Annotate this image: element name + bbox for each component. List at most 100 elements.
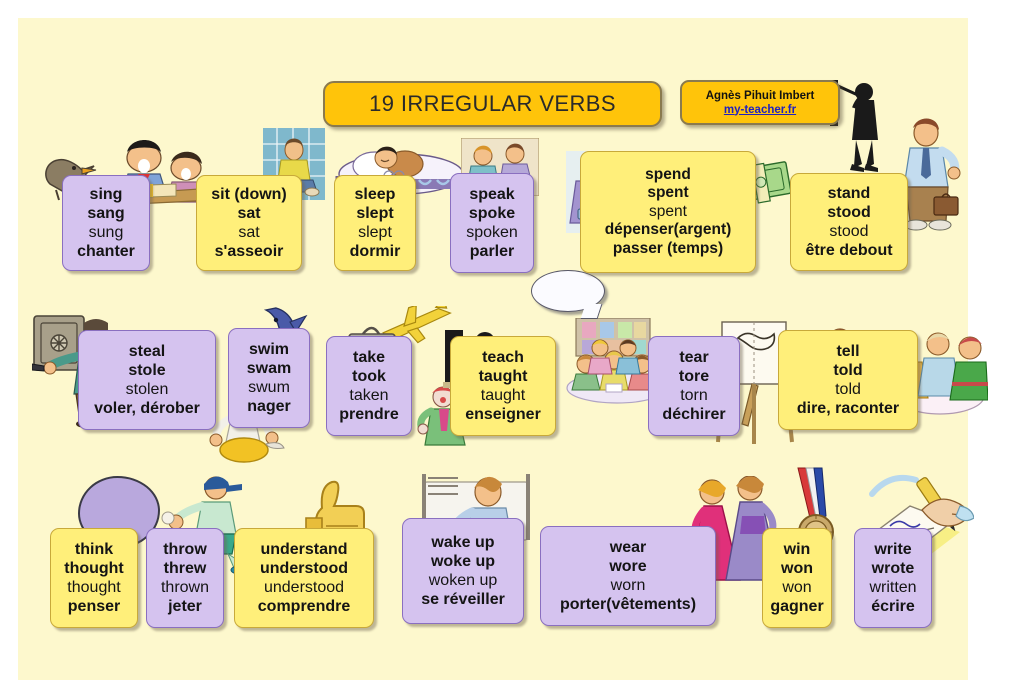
verb-line: teach	[482, 348, 524, 366]
verb-line: sit (down)	[211, 185, 287, 203]
verb-line: gagner	[770, 598, 824, 616]
verb-line: taken	[349, 387, 389, 404]
verb-line: swum	[248, 379, 290, 396]
verb-line: told	[835, 381, 861, 398]
verb-line: passer (temps)	[612, 239, 724, 257]
verb-line: understood	[260, 559, 348, 577]
verb-line: tell	[836, 342, 860, 360]
verb-line: wake up	[431, 533, 495, 551]
verb-line: slept	[356, 204, 394, 222]
verb-line: thrown	[160, 579, 210, 596]
verb-line: sung	[88, 224, 124, 241]
verb-line: s'asseoir	[214, 243, 284, 261]
verb-line: thought	[67, 579, 121, 596]
verb-line: prendre	[339, 406, 399, 424]
verb-line: won	[782, 579, 812, 596]
verb-line: jeter	[168, 598, 202, 616]
verb-line: swam	[246, 359, 292, 377]
verb-line: sing	[89, 185, 123, 203]
verb-line: enseigner	[465, 406, 541, 424]
verb-line: woke up	[430, 552, 495, 570]
verb-line: stood	[827, 203, 871, 221]
verb-line: stood	[829, 223, 869, 240]
verb-line: took	[352, 367, 386, 385]
verb-line: told	[833, 361, 863, 379]
poster-title: 19 IRREGULAR VERBS	[323, 81, 662, 127]
verb-line: think	[74, 540, 114, 558]
verb-line: steal	[128, 342, 166, 360]
poster-title-text: 19 IRREGULAR VERBS	[369, 91, 616, 116]
verb-line: throw	[163, 540, 207, 558]
verb-line: spend	[645, 165, 691, 183]
verb-line: écrire	[871, 598, 915, 616]
verb-line: stole	[128, 361, 166, 379]
verb-line: chanter	[77, 243, 135, 261]
verb-line: wore	[609, 557, 647, 575]
verb-line: spoke	[468, 204, 516, 222]
credit-website-link[interactable]: my-teacher.fr	[723, 103, 797, 116]
verb-line: worn	[610, 577, 646, 594]
verb-line: spent	[649, 202, 687, 220]
verb-line: slept	[358, 224, 392, 241]
verb-line: dépenser(argent)	[604, 221, 732, 239]
verb-line: dire, raconter	[796, 400, 900, 418]
speech-bubble-art	[531, 270, 605, 312]
verb-line: won	[781, 559, 813, 577]
verb-line: speak	[469, 185, 515, 203]
verb-line: stolen	[125, 381, 169, 398]
verb-line: taught	[478, 367, 528, 385]
verb-line: threw	[163, 559, 207, 577]
verb-line: penser	[67, 598, 121, 616]
credit-author-name: Agnès Pihuit Imbert	[705, 89, 815, 102]
verb-line: voler, dérober	[94, 400, 200, 418]
verb-line: torn	[680, 387, 708, 404]
verb-line: swim	[248, 340, 289, 358]
verb-line: nager	[247, 398, 291, 416]
verb-line: stand	[827, 184, 871, 202]
verb-line: se réveiller	[421, 591, 505, 609]
verb-line: sleep	[354, 185, 396, 203]
verb-line: déchirer	[662, 406, 726, 424]
verb-line: taught	[480, 387, 526, 404]
verb-line: parler	[469, 243, 515, 261]
verb-line: thought	[64, 559, 124, 577]
verb-line: spoken	[466, 224, 518, 241]
credit-badge[interactable]: Agnès Pihuit Imbert my-teacher.fr	[680, 80, 840, 125]
poster-canvas: 19 IRREGULAR VERBS Agnès Pihuit Imbert m…	[18, 18, 988, 680]
verb-line: take	[352, 348, 386, 366]
verb-line: spent	[647, 184, 689, 202]
verb-line: tore	[678, 367, 710, 385]
verb-line: woken up	[428, 572, 498, 589]
verb-line: dormir	[349, 243, 401, 261]
verb-line: tear	[679, 348, 709, 366]
verb-line: wrote	[871, 559, 915, 577]
verb-line: sat	[237, 204, 261, 222]
verb-line: write	[874, 540, 912, 558]
man-standing-with-briefcase-art	[890, 113, 966, 233]
verb-line: win	[783, 540, 811, 558]
verb-line: comprendre	[257, 598, 351, 616]
verb-line: sang	[87, 204, 125, 222]
verb-line: written	[869, 579, 917, 596]
verb-line: understood	[263, 579, 345, 596]
verb-line: understand	[260, 540, 348, 558]
